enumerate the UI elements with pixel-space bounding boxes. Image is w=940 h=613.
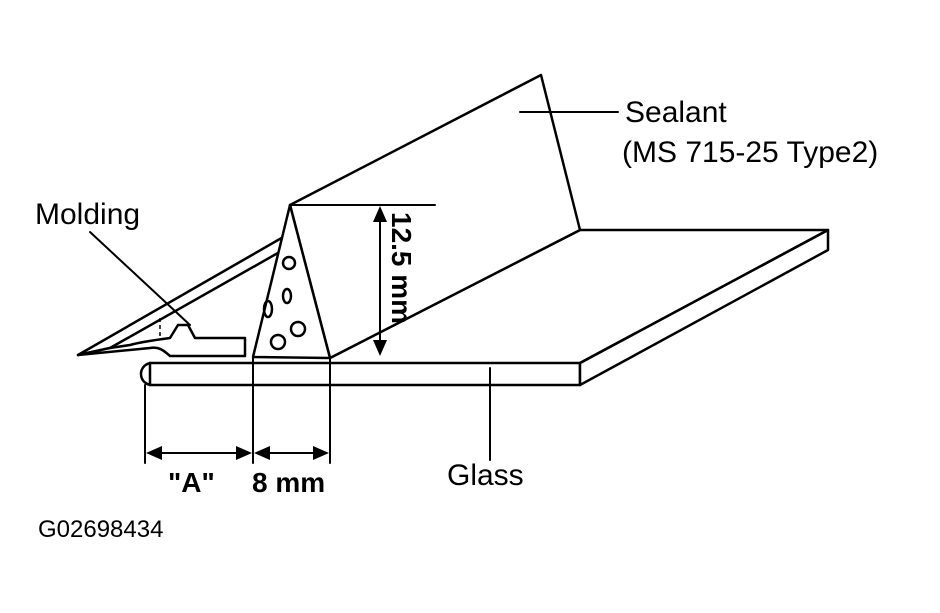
bubble bbox=[281, 255, 297, 271]
glass-side-face bbox=[578, 228, 830, 387]
glass-panel bbox=[139, 228, 830, 387]
sealant-profile bbox=[251, 203, 332, 360]
sealant-bead bbox=[251, 73, 582, 360]
molding-body bbox=[76, 323, 247, 358]
sealant-back-face bbox=[288, 73, 582, 360]
sealant-label: Sealant bbox=[625, 96, 727, 129]
dimension-a-label: "A" bbox=[168, 467, 215, 498]
arrow-head-left bbox=[146, 446, 162, 460]
bubble bbox=[289, 320, 307, 338]
width-dimensions bbox=[144, 356, 331, 464]
figure-code: G02698434 bbox=[38, 516, 163, 543]
height-dimension-label: 12.5 mm bbox=[386, 212, 417, 324]
arrow-head-right bbox=[236, 446, 252, 460]
bubble bbox=[262, 299, 274, 319]
molding-label: Molding bbox=[35, 198, 140, 231]
arrow-head-down bbox=[373, 340, 387, 356]
height-dimension bbox=[289, 204, 436, 356]
molding-leader-line bbox=[89, 231, 191, 326]
bubble bbox=[269, 333, 287, 351]
bubble bbox=[281, 287, 293, 305]
glass-front-face bbox=[148, 361, 582, 387]
arrow-head-up bbox=[373, 206, 387, 222]
sealant-spec-label: (MS 715-25 Type2) bbox=[622, 136, 878, 169]
arrow-head-left bbox=[254, 446, 270, 460]
arrow-head-right bbox=[313, 446, 329, 460]
glass-label: Glass bbox=[447, 459, 524, 492]
molding-part bbox=[76, 230, 294, 358]
glass-rounded-edge bbox=[139, 361, 152, 387]
width-dimension-label: 8 mm bbox=[252, 467, 325, 498]
